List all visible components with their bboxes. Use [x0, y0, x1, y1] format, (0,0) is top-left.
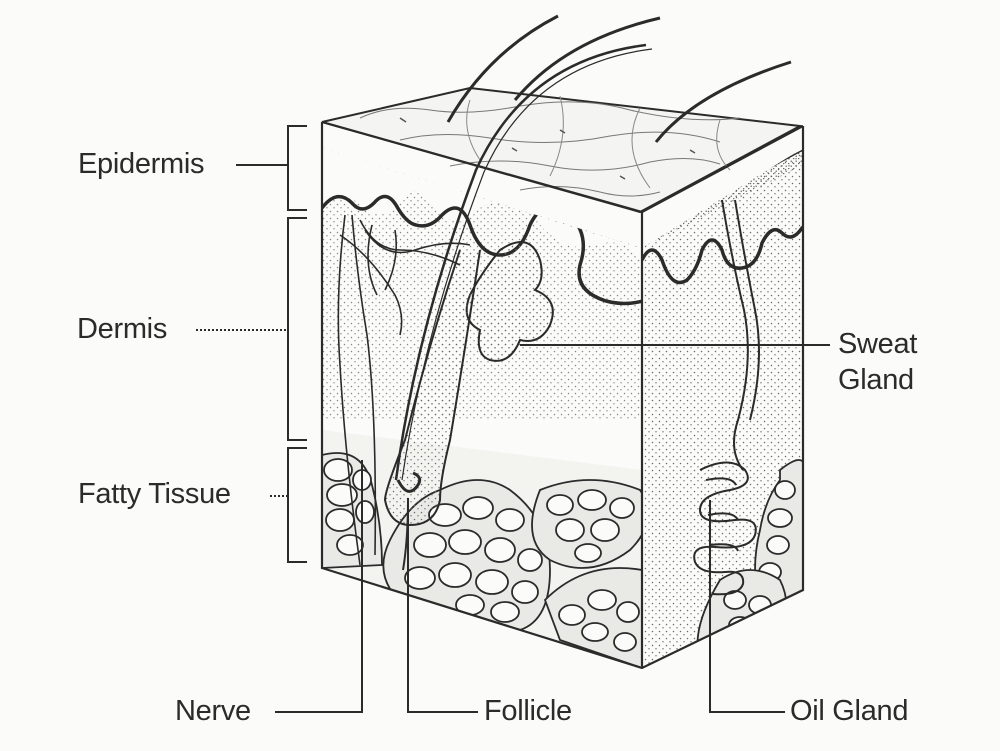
block-outline — [320, 120, 805, 670]
layer-brackets — [196, 125, 307, 563]
label-nerve: Nerve — [175, 695, 251, 727]
side-face — [642, 148, 803, 668]
label-fatty-tissue: Fatty Tissue — [78, 478, 231, 510]
nerve-fibers — [337, 214, 471, 566]
label-sweat-gland-line1: Sweat — [838, 328, 918, 360]
label-epidermis: Epidermis — [78, 148, 205, 180]
label-sweat-gland-line2: Gland — [838, 364, 914, 396]
label-oil-gland: Oil Gland — [790, 695, 909, 727]
oil-gland-shape — [693, 199, 760, 596]
label-follicle: Follicle — [484, 695, 572, 727]
fat-cells-front — [322, 452, 642, 668]
label-dermis: Dermis — [77, 313, 168, 345]
hairs — [394, 14, 792, 481]
leader-lines — [275, 344, 830, 713]
label-sweat-gland: Sweat Gland — [838, 326, 917, 398]
